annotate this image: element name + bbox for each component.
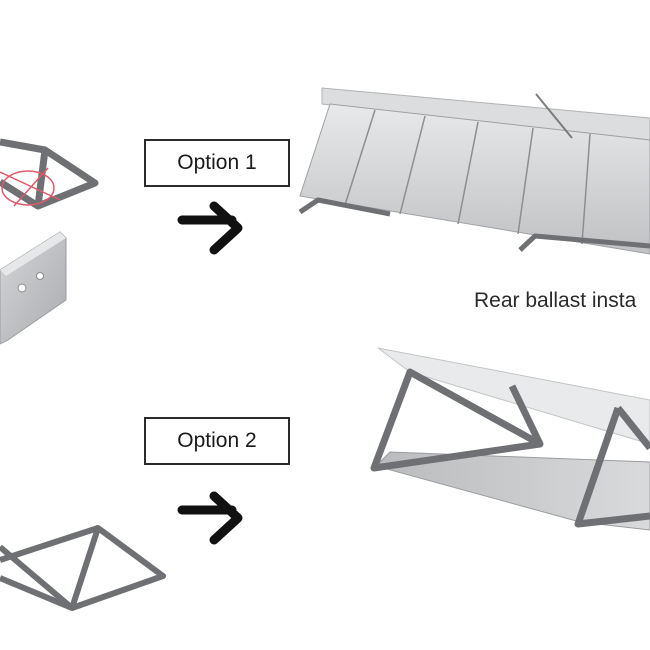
rear-ballast-caption: Rear ballast insta (474, 289, 637, 312)
option2-panel-array (370, 347, 650, 531)
channel-rail (0, 231, 67, 345)
option-2-label: Option 2 (144, 417, 290, 465)
right-arrow-icon (177, 201, 243, 255)
option1-panel-array (298, 87, 650, 255)
bottom-left-bracket (0, 525, 166, 611)
option-1-label: Option 1 (144, 139, 290, 187)
highlight-circle (0, 167, 61, 207)
top-left-bracket (0, 138, 99, 210)
right-arrow-icon (177, 491, 243, 545)
